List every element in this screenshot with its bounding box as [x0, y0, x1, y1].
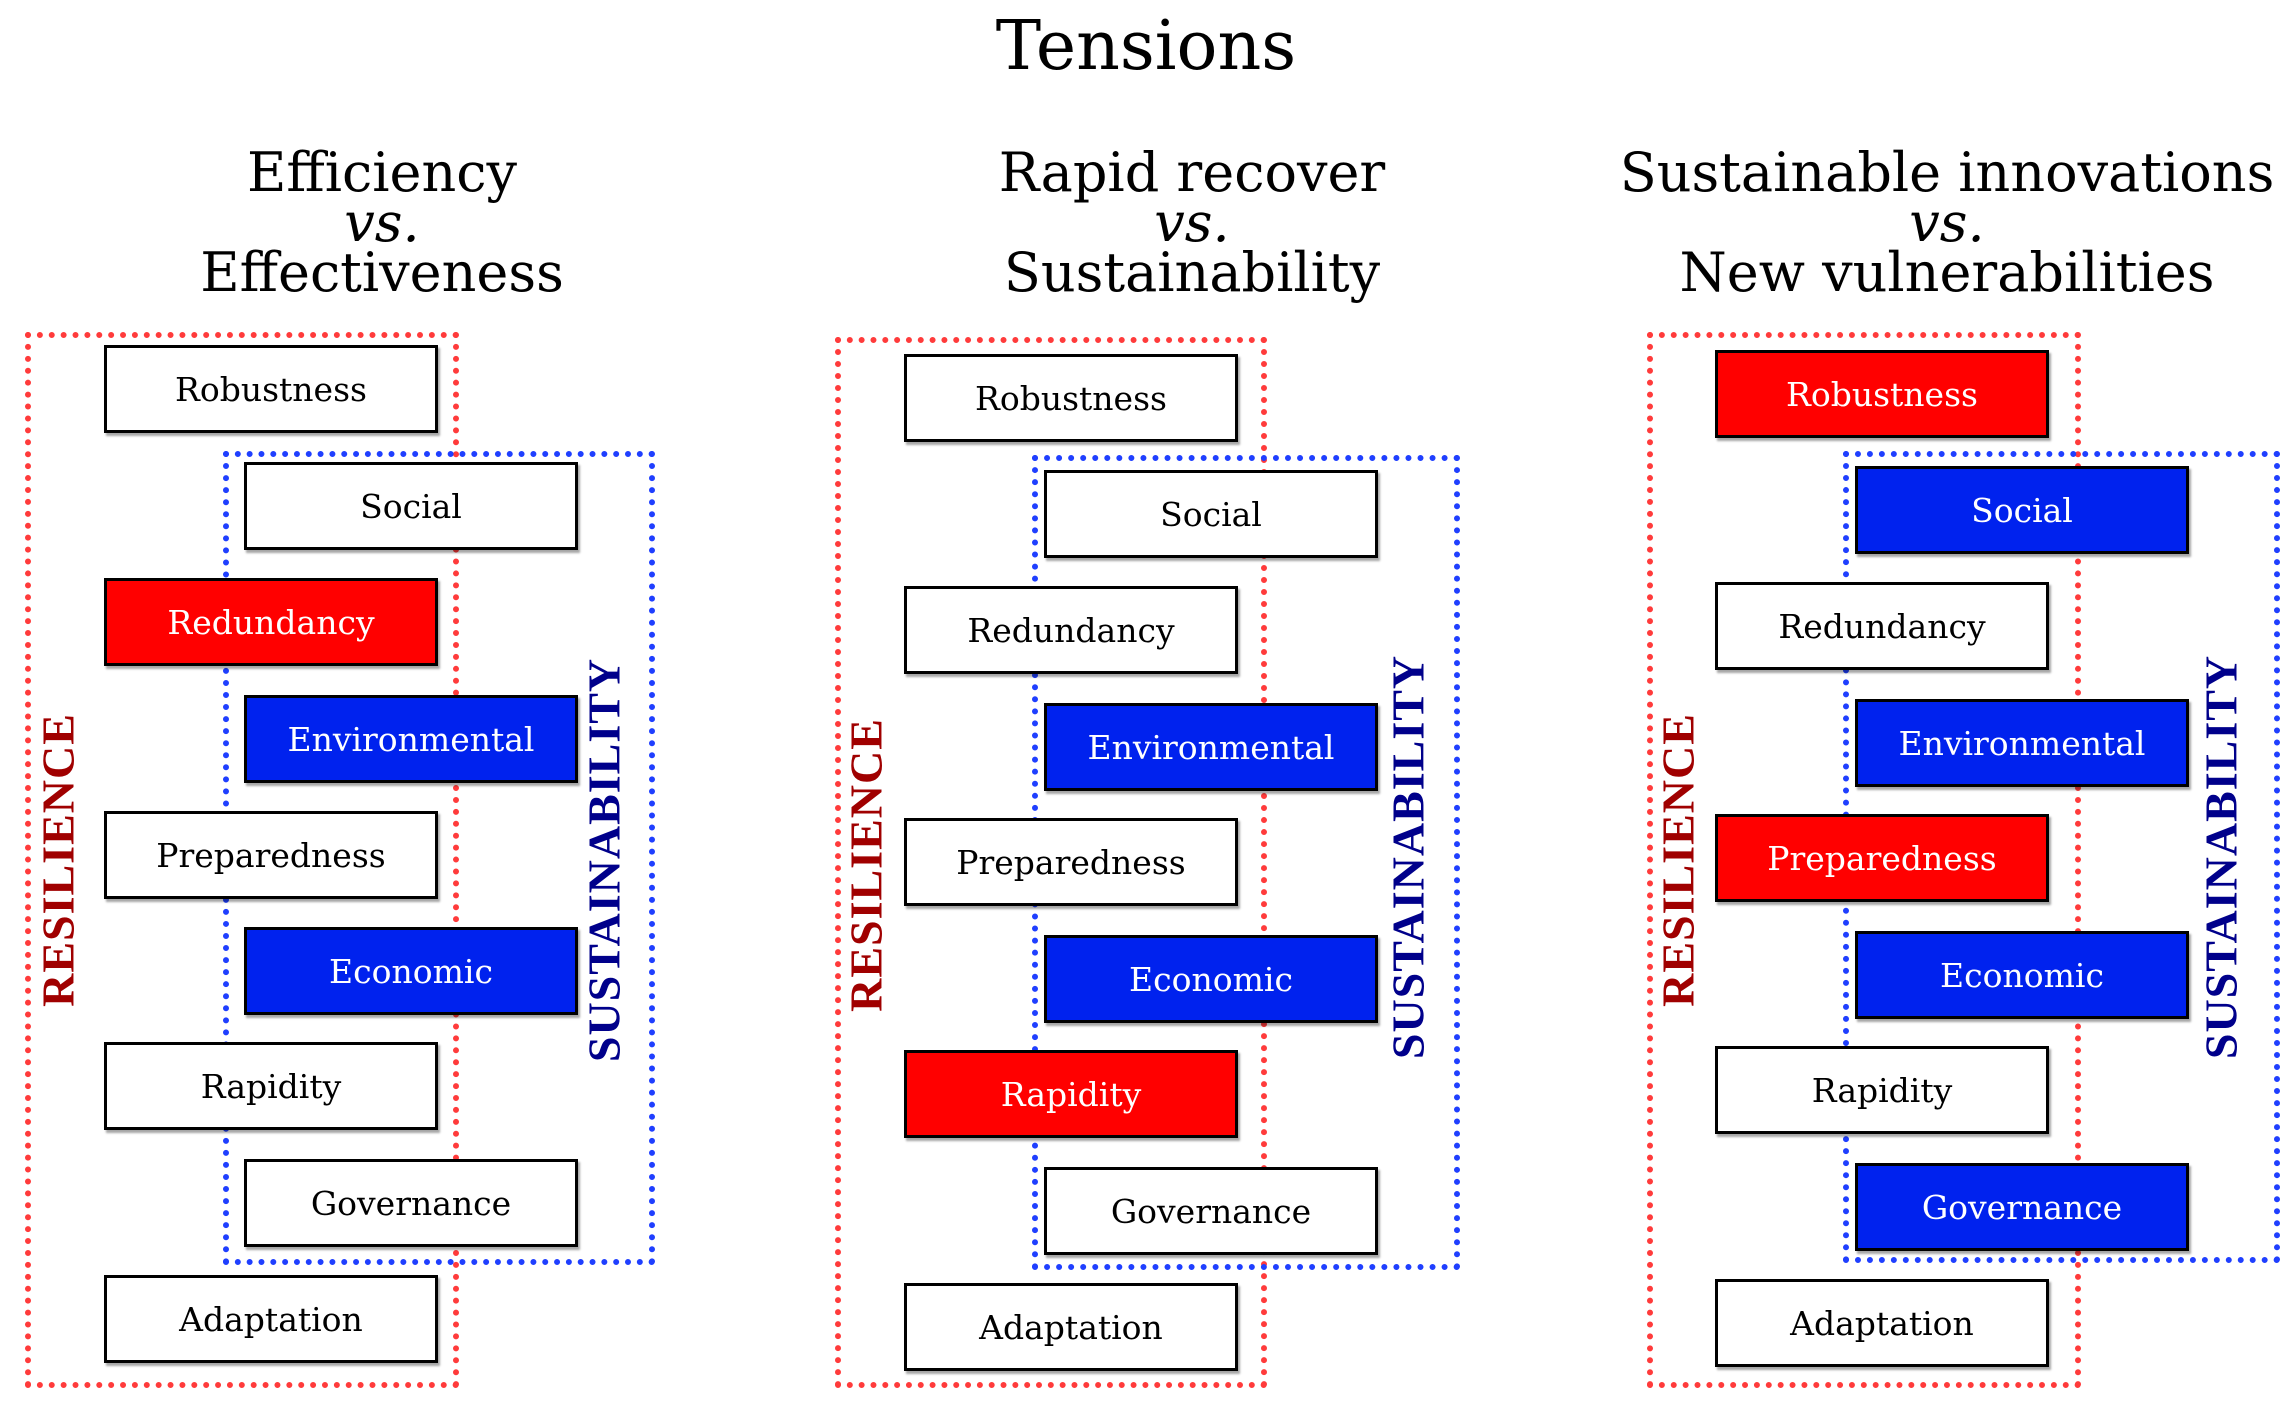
item-robustness: Robustness: [1715, 350, 2049, 438]
heading-line1: Rapid recover: [998, 141, 1386, 204]
panel-heading: Efficiency vs. Effectiveness: [0, 141, 764, 304]
item-robustness: Robustness: [904, 354, 1238, 442]
item-preparedness: Preparedness: [104, 811, 438, 899]
heading-vs: vs.: [1909, 191, 1985, 254]
sustainability-label: SUSTAINABILITY: [2195, 654, 2247, 1060]
panel-sustainable-innovations-vs-new-vulnerabilities: Sustainable innovations vs. New vulnerab…: [1565, 0, 2292, 1407]
item-rapidity: Rapidity: [104, 1042, 438, 1130]
item-economic: Economic: [1855, 931, 2189, 1019]
item-adaptation: Adaptation: [1715, 1279, 2049, 1367]
heading-line1: Sustainable innovations: [1619, 141, 2275, 204]
item-preparedness: Preparedness: [904, 818, 1238, 906]
item-governance: Governance: [1044, 1167, 1378, 1255]
resilience-label: RESILIENCE: [1652, 713, 1704, 1007]
panel-rapid-recover-vs-sustainability: Rapid recover vs. Sustainability RESILIE…: [810, 0, 1574, 1407]
sustainability-label: SUSTAINABILITY: [1382, 654, 1434, 1060]
resilience-frame: [25, 332, 459, 1388]
item-adaptation: Adaptation: [904, 1283, 1238, 1371]
item-redundancy: Redundancy: [904, 586, 1238, 674]
panel-heading: Rapid recover vs. Sustainability: [810, 141, 1574, 304]
item-social: Social: [244, 462, 578, 550]
panel-efficiency-vs-effectiveness: Efficiency vs. Effectiveness RESILIENCE …: [0, 0, 764, 1407]
heading-line2: Sustainability: [1003, 241, 1381, 304]
resilience-frame: [1647, 332, 2081, 1388]
panel-heading: Sustainable innovations vs. New vulnerab…: [1565, 141, 2292, 304]
diagram-title: Tensions: [995, 7, 1297, 86]
item-rapidity: Rapidity: [904, 1050, 1238, 1138]
item-social: Social: [1855, 466, 2189, 554]
item-governance: Governance: [244, 1159, 578, 1247]
item-robustness: Robustness: [104, 345, 438, 433]
item-redundancy: Redundancy: [1715, 582, 2049, 670]
item-economic: Economic: [244, 927, 578, 1015]
resilience-label: RESILIENCE: [840, 718, 892, 1012]
item-rapidity: Rapidity: [1715, 1046, 2049, 1134]
item-environmental: Environmental: [1044, 703, 1378, 791]
item-environmental: Environmental: [244, 695, 578, 783]
item-environmental: Environmental: [1855, 699, 2189, 787]
item-governance: Governance: [1855, 1163, 2189, 1251]
item-economic: Economic: [1044, 935, 1378, 1023]
resilience-label: RESILIENCE: [32, 713, 84, 1007]
heading-vs: vs.: [1154, 191, 1230, 254]
item-adaptation: Adaptation: [104, 1275, 438, 1363]
heading-line2: Effectiveness: [200, 241, 564, 304]
heading-line2: New vulnerabilities: [1679, 241, 2215, 304]
heading-line1: Efficiency: [246, 141, 518, 204]
resilience-frame: [835, 337, 1267, 1388]
sustainability-label: SUSTAINABILITY: [578, 657, 630, 1063]
heading-vs: vs.: [344, 191, 420, 254]
item-redundancy: Redundancy: [104, 578, 438, 666]
item-preparedness: Preparedness: [1715, 814, 2049, 902]
item-social: Social: [1044, 470, 1378, 558]
